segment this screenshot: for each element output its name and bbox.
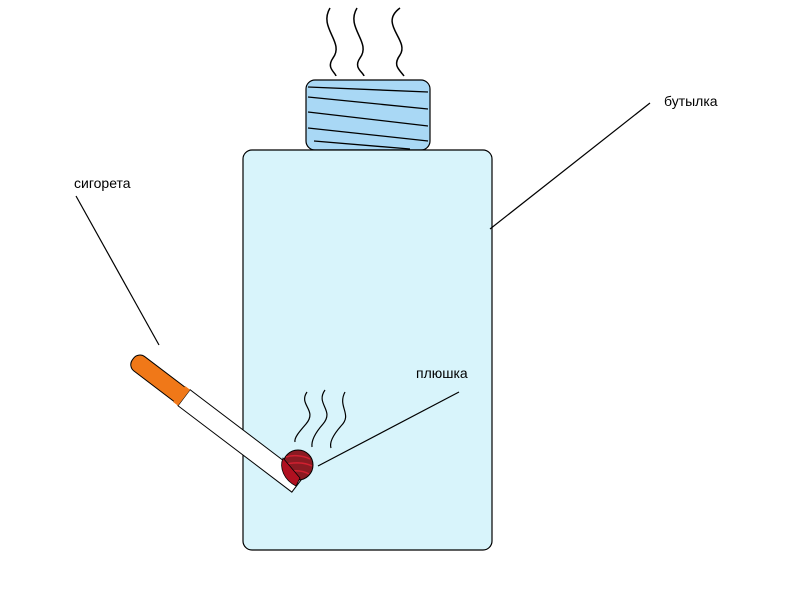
cap-thread-lines bbox=[307, 86, 429, 150]
bun bbox=[281, 449, 314, 487]
bottle-cap bbox=[305, 79, 431, 151]
cap-smoke-icon bbox=[326, 7, 405, 77]
bottle-body bbox=[242, 149, 493, 551]
cigarette-leader-line bbox=[75, 195, 160, 346]
bun-label: плюшка bbox=[416, 365, 468, 381]
bun-smoke-icon bbox=[294, 389, 347, 449]
cigarette-label: сигорета bbox=[74, 175, 131, 191]
bun-leader-line bbox=[317, 391, 460, 467]
cigarette bbox=[130, 354, 305, 493]
bottle-label: бутылка bbox=[664, 93, 718, 109]
bottle-leader-line bbox=[489, 102, 651, 230]
